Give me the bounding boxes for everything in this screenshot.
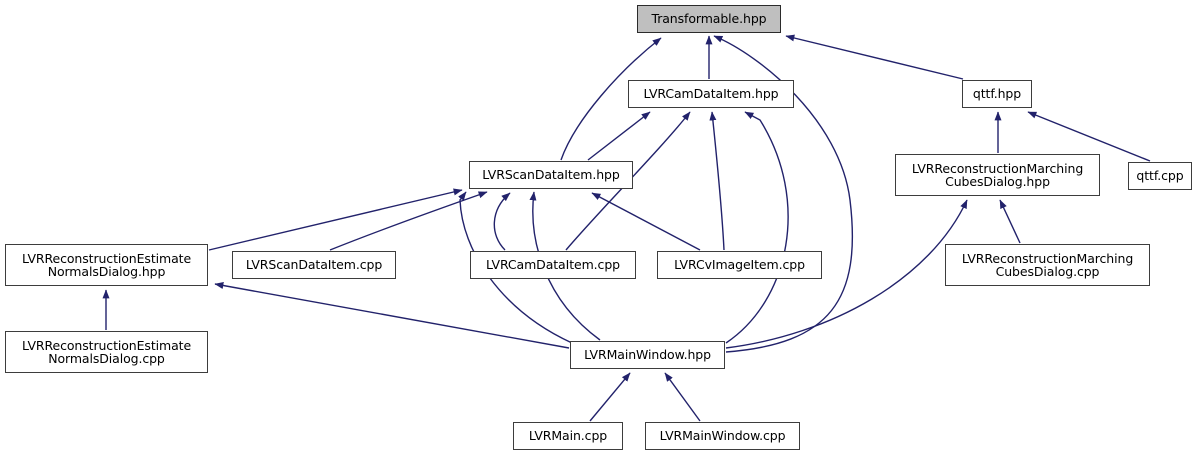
dependency-edge: [589, 372, 631, 422]
graph-node-lvrscandataitem-hpp[interactable]: LVRScanDataItem.hpp: [469, 161, 633, 189]
dependency-edge: [999, 199, 1021, 244]
graph-node-lvrreconstructionmarchingcubesdialog-hpp[interactable]: LVRReconstructionMarching CubesDialog.hp…: [895, 154, 1100, 196]
graph-node-qttf-cpp[interactable]: qttf.cpp: [1128, 162, 1192, 190]
dependency-edge: [664, 372, 701, 422]
dependency-edge: [591, 192, 701, 251]
dependency-edge: [493, 192, 511, 251]
graph-node-lvrmainwindow-hpp[interactable]: LVRMainWindow.hpp: [570, 341, 725, 369]
dependency-edge: [208, 188, 463, 251]
graph-node-lvrmainwindow-cpp[interactable]: LVRMainWindow.cpp: [645, 422, 800, 450]
graph-node-lvrcamdataitem-cpp[interactable]: LVRCamDataItem.cpp: [470, 251, 636, 279]
graph-node-lvrreconstructionestimatenormalsdialog-hpp[interactable]: LVRReconstructionEstimate NormalsDialog.…: [5, 244, 208, 286]
dependency-edge: [214, 282, 570, 349]
graph-node-transformable-hpp[interactable]: Transformable.hpp: [637, 5, 781, 33]
graph-node-lvrcamdataitem-hpp[interactable]: LVRCamDataItem.hpp: [628, 80, 794, 108]
dependency-edge: [329, 191, 488, 251]
dependency-edge: [725, 111, 789, 344]
dependency-edge: [709, 111, 725, 251]
dependency-edge: [785, 34, 964, 80]
dependency-edge: [587, 111, 651, 161]
graph-node-lvrmain-cpp[interactable]: LVRMain.cpp: [513, 422, 623, 450]
graph-node-lvrreconstructionestimatenormalsdialog-cpp[interactable]: LVRReconstructionEstimate NormalsDialog.…: [5, 331, 208, 373]
graph-node-lvrscandataitem-cpp[interactable]: LVRScanDataItem.cpp: [232, 251, 396, 279]
graph-node-qttf-hpp[interactable]: qttf.hpp: [962, 80, 1032, 108]
graph-node-lvrcvimageitem-cpp[interactable]: LVRCvImageItem.cpp: [657, 251, 822, 279]
graph-node-lvrreconstructionmarchingcubesdialog-cpp[interactable]: LVRReconstructionMarching CubesDialog.cp…: [945, 244, 1150, 286]
